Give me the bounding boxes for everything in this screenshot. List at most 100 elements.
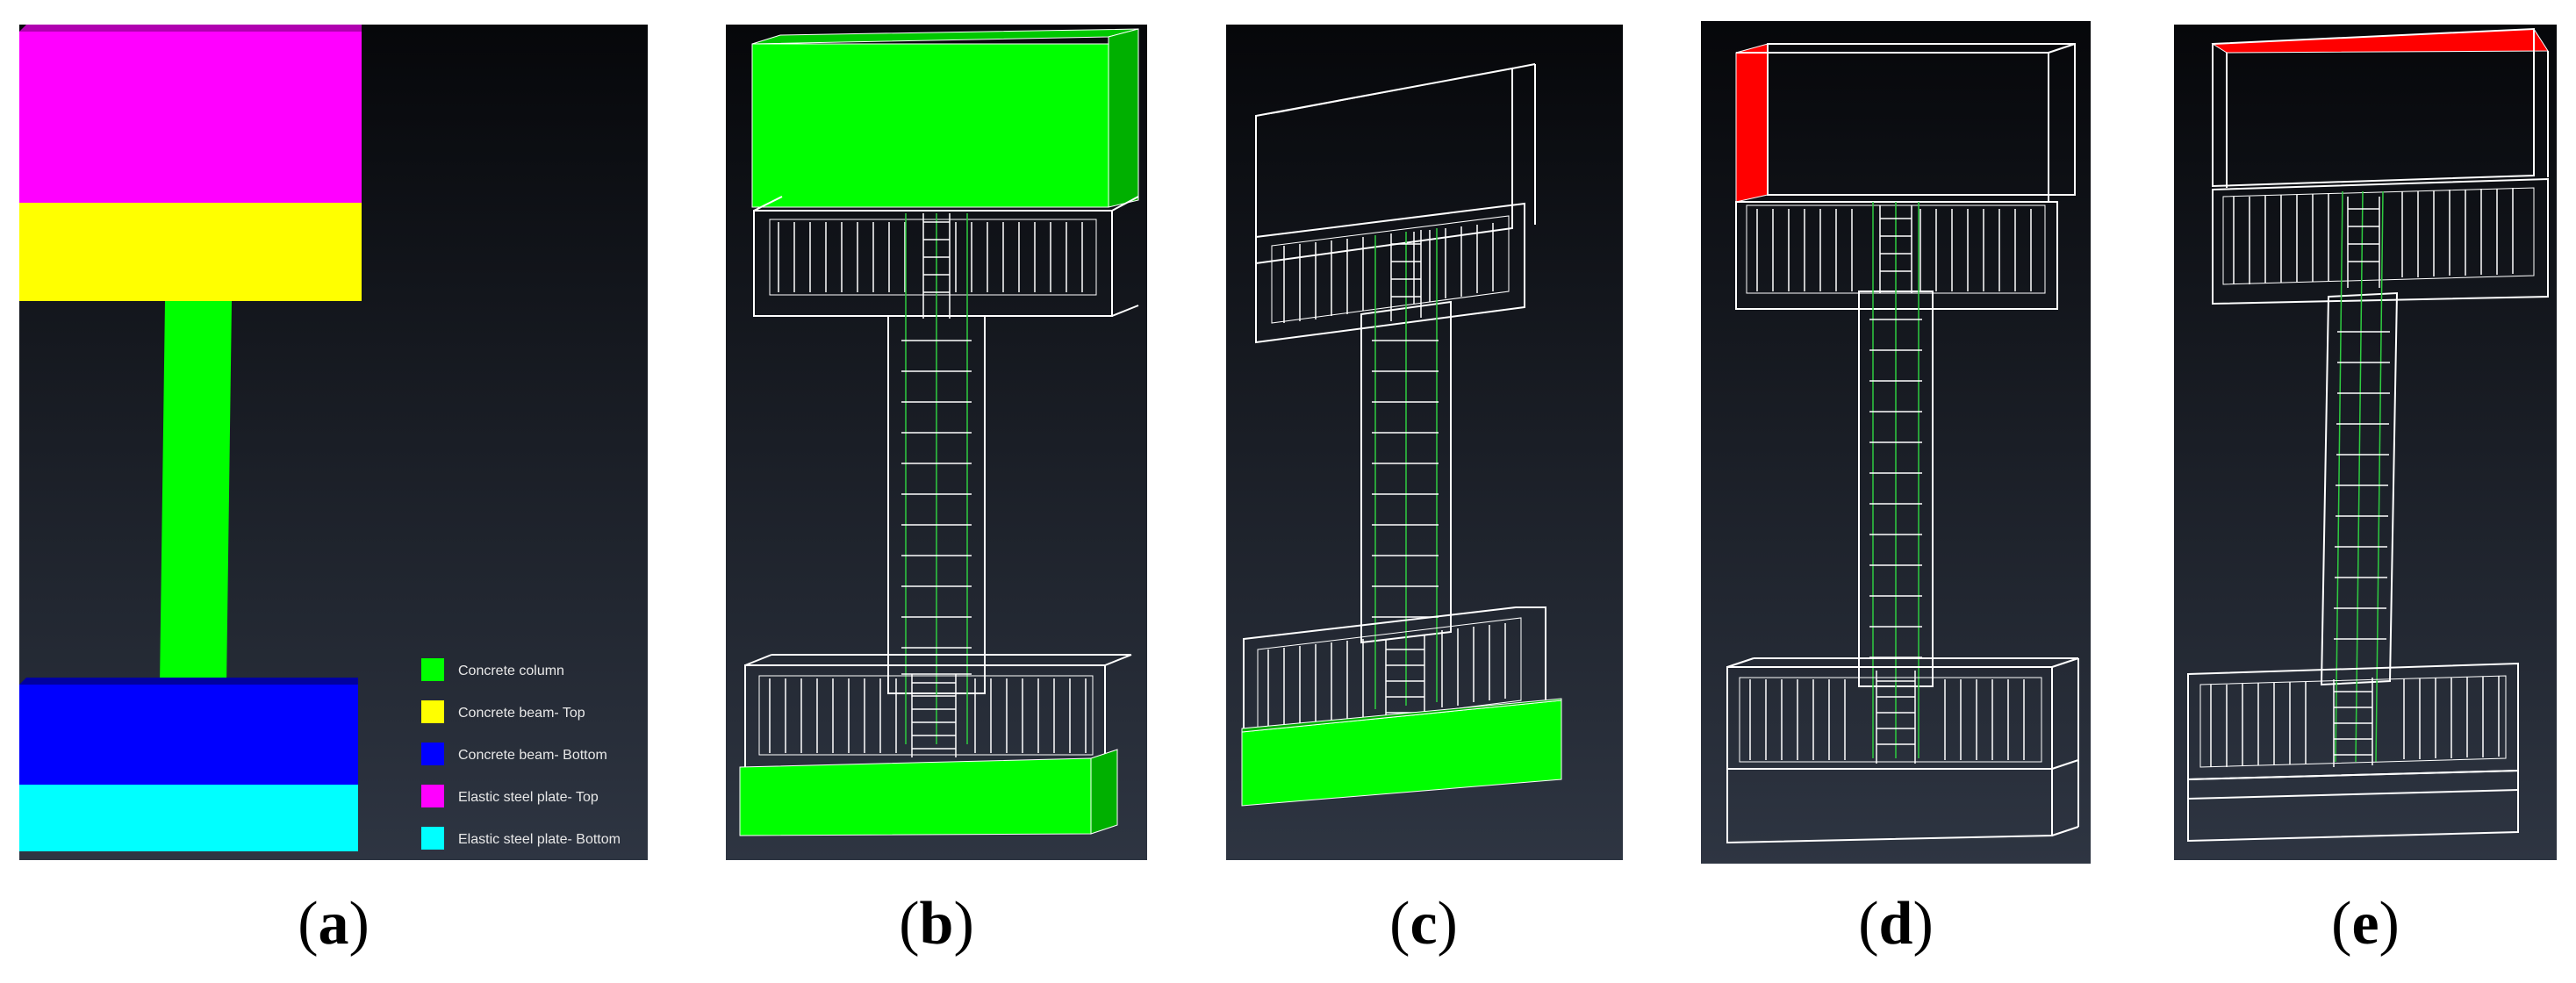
legend-label-elastic-steel-plate-top: Elastic steel plate- Top <box>458 790 599 805</box>
elastic-steel-plate-bottom <box>19 785 358 851</box>
top-beam-cage <box>769 219 1097 296</box>
caption-letter-d: d <box>1878 890 1913 958</box>
top-joint-ties <box>922 213 951 319</box>
legend-label-elastic-steel-plate-bottom: Elastic steel plate- Bottom <box>458 832 621 847</box>
legend-item-concrete-beam-top: Concrete beam- Top <box>421 700 585 723</box>
legend-label-concrete-column: Concrete column <box>458 664 564 678</box>
caption-b: (b) <box>899 890 974 958</box>
legend-item-elastic-steel-plate-bottom: Elastic steel plate- Bottom <box>421 827 621 850</box>
legend-label-concrete-beam-top: Concrete beam- Top <box>458 706 585 721</box>
panel-a: Concrete column Concrete beam- Top Concr… <box>19 25 648 860</box>
panel-b-model <box>726 25 1147 860</box>
top-joint-ties <box>1879 205 1912 293</box>
bottom-joint-ties <box>911 674 957 757</box>
bottom-beam-cage <box>758 675 1094 756</box>
bottom-beam-stirrups <box>1749 679 2025 760</box>
bottom-block-wireframe <box>2187 769 2519 843</box>
top-beam-edge <box>1111 305 1139 317</box>
beam-bottom-side <box>19 678 358 685</box>
top-block-side-face <box>1108 28 1139 208</box>
column-ties <box>2334 331 2390 640</box>
top-beam-wireframe <box>1255 202 1525 344</box>
panel-a-model: Concrete column Concrete beam- Top Concr… <box>19 25 648 860</box>
panel-b <box>726 25 1147 860</box>
top-joint-ties <box>2347 197 2380 288</box>
bottom-beam-cage <box>1257 617 1522 735</box>
column-ties <box>1869 319 1922 658</box>
plate-top-side <box>19 25 362 32</box>
bottom-green-block <box>739 757 1092 836</box>
caption-letter-e: e <box>2351 890 2379 958</box>
panel-e <box>2174 25 2557 860</box>
top-joint-ties <box>1390 230 1422 321</box>
column-ties <box>901 340 972 675</box>
top-beam-stirrups <box>1756 209 2032 291</box>
top-beam-edge <box>1111 196 1139 212</box>
top-block-edge <box>2048 43 2076 54</box>
caption-e: (e) <box>2331 890 2400 958</box>
bottom-block-edge <box>2187 789 2519 800</box>
top-block-wireframe <box>2212 27 2535 188</box>
legend-swatch-concrete-beam-bottom <box>421 743 444 765</box>
top-block-wireframe <box>1255 67 1513 265</box>
caption-a: (a) <box>298 890 370 958</box>
legend-item-concrete-beam-bottom: Concrete beam- Bottom <box>421 743 607 765</box>
top-beam-cage <box>2222 187 2535 285</box>
top-block-wireframe <box>1767 43 2076 196</box>
bottom-joint-ties <box>1385 635 1425 727</box>
legend-label-concrete-beam-bottom: Concrete beam- Bottom <box>458 748 607 763</box>
caption-letter-b: b <box>919 890 954 958</box>
bottom-beam-stirrups <box>1267 623 1506 734</box>
bottom-beam-edge <box>1104 654 1132 666</box>
loaded-side-face <box>1735 43 1769 203</box>
panel-e-model <box>2174 25 2557 860</box>
top-beam-stirrups <box>1283 223 1494 323</box>
panel-d <box>1701 21 2091 864</box>
bottom-block-edge <box>2051 759 2079 770</box>
bottom-beam-cage <box>1739 677 2042 763</box>
top-beam-edge <box>753 196 783 212</box>
panel-d-model <box>1701 21 2091 864</box>
elastic-steel-plate-top <box>19 32 362 203</box>
legend-item-concrete-column: Concrete column <box>421 658 564 681</box>
bottom-beam-stirrups <box>769 678 1087 753</box>
bottom-beam-edge <box>2051 657 2079 668</box>
bottom-beam-edge <box>744 654 772 666</box>
bottom-block-edge <box>2051 826 2079 836</box>
column-longitudinal-rebar <box>1872 202 1919 758</box>
panel-e-background <box>2174 25 2557 860</box>
legend-item-elastic-steel-plate-top: Elastic steel plate- Top <box>421 785 599 807</box>
top-beam-stirrups <box>2233 188 2514 284</box>
panel-c-model <box>1226 25 1623 860</box>
bottom-joint-ties <box>2333 678 2373 767</box>
caption-d: (d) <box>1858 890 1934 958</box>
legend-swatch-concrete-column <box>421 658 444 681</box>
column-longitudinal-rebar <box>1374 228 1438 709</box>
column-longitudinal-rebar <box>905 213 968 744</box>
top-green-block <box>751 43 1109 208</box>
column-longitudinal-rebar <box>2335 190 2384 763</box>
top-beam-stirrups <box>778 222 1083 292</box>
concrete-beam-top <box>19 203 362 301</box>
column-ties <box>1372 340 1439 618</box>
legend-swatch-elastic-steel-plate-top <box>421 785 444 807</box>
top-block-edge <box>1511 63 1536 69</box>
panel-c <box>1226 25 1623 860</box>
bottom-beam-stirrups <box>2210 676 2500 767</box>
bottom-beam-edge <box>1726 657 1754 668</box>
caption-letter-a: a <box>318 890 349 958</box>
caption-letter-c: c <box>1410 890 1438 958</box>
legend-swatch-concrete-beam-top <box>421 700 444 723</box>
legend: Concrete column Concrete beam- Top Concr… <box>421 658 621 850</box>
bottom-joint-ties <box>1876 671 1916 764</box>
bottom-beam-wireframe <box>1243 606 1546 746</box>
legend-swatch-elastic-steel-plate-bottom <box>421 827 444 850</box>
concrete-column <box>160 301 232 685</box>
top-beam-cage <box>1271 215 1510 324</box>
column-wireframe <box>2320 291 2399 686</box>
bottom-block-top-face <box>1241 698 1562 733</box>
top-beam-wireframe <box>2212 177 2549 305</box>
caption-c: (c) <box>1389 890 1458 958</box>
top-beam-wireframe <box>1735 201 2058 310</box>
concrete-beam-bottom <box>19 685 358 785</box>
